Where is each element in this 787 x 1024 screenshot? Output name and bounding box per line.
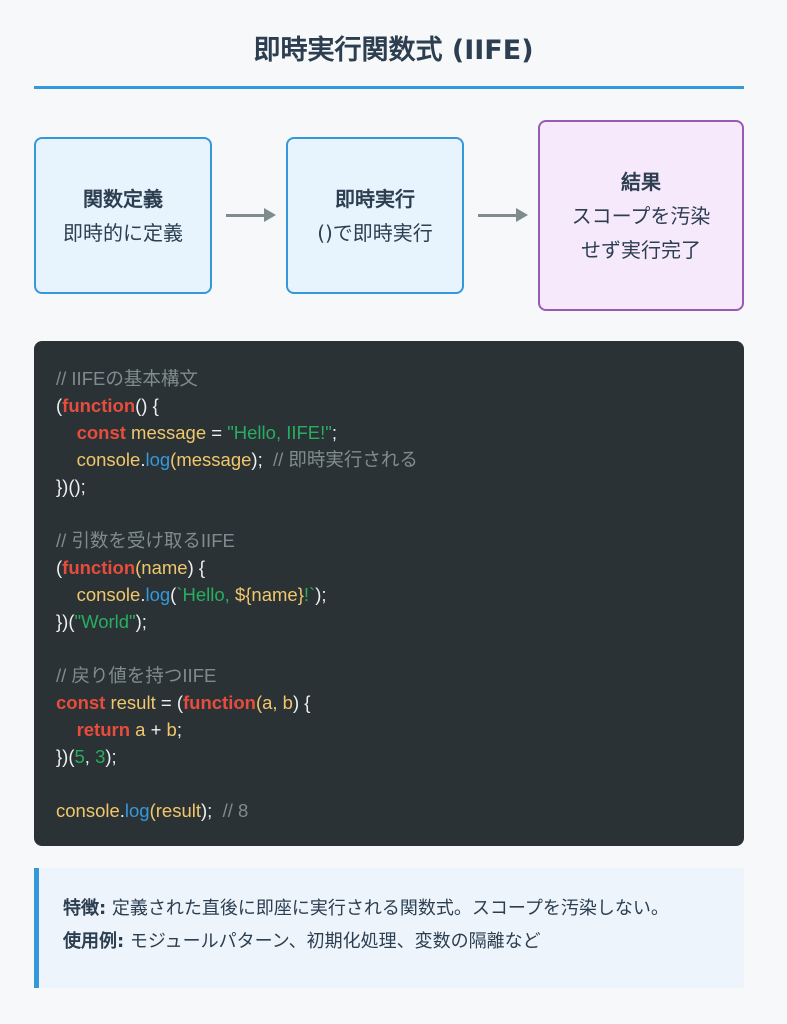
code-line: })(); [56,473,722,500]
usage-label: 使用例: [63,931,125,952]
code-token: (a, b [255,692,293,713]
code-token: + [145,719,167,740]
code-block: // IIFEの基本構文(function() { const message … [34,341,744,846]
code-token: console [76,584,141,605]
code-token: () { [135,395,159,416]
flow-box-heading: 即時実行 [335,186,415,211]
page-title: 即時実行関数式 (IIFE) [253,35,534,66]
code-token: ${name} [234,584,304,605]
code-token: , [84,746,96,767]
code-line: const result = (function(a, b) { [56,689,722,716]
code-token: // 即時実行される [273,449,418,470]
code-token: function [62,557,136,578]
title-divider [34,86,744,89]
code-token: !` [303,584,316,605]
code-line: })("World"); [56,608,722,635]
code-token: })(); [56,476,86,497]
code-token: log [124,800,150,821]
feature-text: 定義された直後に即座に実行される関数式。スコープを汚染しない。 [106,898,669,919]
code-token: })( [56,611,75,632]
info-note: 特徴: 定義された直後に即座に実行される関数式。スコープを汚染しない。 使用例:… [34,868,744,988]
flow-box-definition: 関数定義 即時的に定義 [34,137,212,294]
code-line: // 引数を受け取るIIFE [56,527,722,554]
code-line: return a + b; [56,716,722,743]
flow-box-execution: 即時実行 ()で即時実行 [286,137,464,294]
code-line [56,770,722,797]
usage-text: モジュールパターン、初期化処理、変数の隔離など [124,931,541,952]
code-token: . [140,449,146,470]
code-token: . [140,584,146,605]
code-token: ); [135,611,147,632]
flow-box-heading: 関数定義 [83,186,163,211]
code-token: "Hello, IIFE!" [227,422,332,443]
code-token: ; [176,719,182,740]
flow-box-text: ()で即時実行 [317,220,433,245]
flow-box-text: 即時的に定義 [63,220,183,245]
code-token: return [76,719,131,740]
code-line: (function(name) { [56,554,722,581]
code-token: result [105,692,156,713]
code-token: const [76,422,126,443]
code-token: b [166,719,177,740]
code-line: const message = "Hello, IIFE!"; [56,419,722,446]
code-token [56,422,77,443]
code-token [56,449,77,470]
code-line: // 戻り値を持つIIFE [56,662,722,689]
feature-label: 特徴: [63,898,107,919]
code-token: })( [56,746,75,767]
code-token: // IIFEの基本構文 [56,368,198,389]
code-token: ); [201,800,223,821]
code-token: = [206,422,228,443]
code-token: (name [135,557,188,578]
flow-box-heading: 結果 [621,169,661,194]
code-token: // 8 [222,800,249,821]
code-token: . [119,800,125,821]
code-line: (function() { [56,392,722,419]
code-line [56,500,722,527]
code-token: ) { [292,692,311,713]
code-token: console [56,800,120,821]
code-token: ; [331,422,337,443]
code-token: (result [149,800,202,821]
code-token: message [125,422,207,443]
code-token: ); [315,584,327,605]
code-line: })(5, 3); [56,743,722,770]
code-token: log [145,449,171,470]
flow-box-result: 結果 スコープを汚染せず実行完了 [538,120,744,311]
code-token: ) { [187,557,206,578]
code-token: ( [56,557,63,578]
code-token: const [56,692,106,713]
code-token: "World" [74,611,136,632]
code-token: // 戻り値を持つIIFE [56,665,217,686]
code-line: console.log(result); // 8 [56,797,722,824]
code-token: ); [105,746,117,767]
code-token: function [62,395,136,416]
code-token: console [76,449,141,470]
code-token [56,584,77,605]
code-token: `Hello, [176,584,235,605]
arrow-icon [478,208,528,222]
flow-box-text: スコープを汚染せず実行完了 [571,203,711,262]
code-token: function [182,692,256,713]
code-line: // IIFEの基本構文 [56,365,722,392]
code-token: log [145,584,171,605]
code-token [56,719,77,740]
code-token: ); [251,449,273,470]
code-token: = ( [155,692,183,713]
code-token: a [130,719,146,740]
code-line: console.log(message); // 即時実行される [56,446,722,473]
arrow-icon [226,208,276,222]
code-token: 5 [74,746,85,767]
code-token: ( [170,584,177,605]
code-line [56,635,722,662]
code-token: ( [56,395,63,416]
code-line: console.log(`Hello, ${name}!`); [56,581,722,608]
code-token: (message [170,449,252,470]
code-token: 3 [95,746,106,767]
code-token: // 引数を受け取るIIFE [56,530,235,551]
